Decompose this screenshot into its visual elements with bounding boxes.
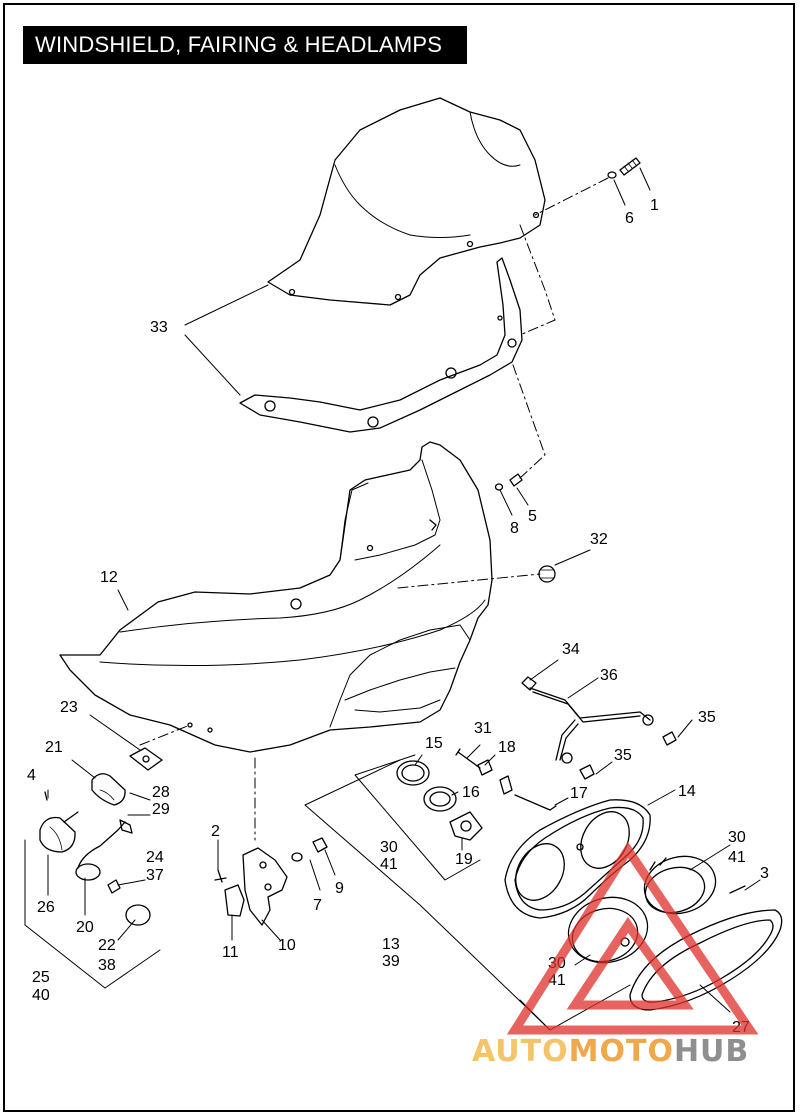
page-title: WINDSHIELD, FAIRING & HEADLAMPS xyxy=(23,26,467,64)
clamp-11-part xyxy=(224,884,245,917)
nut-9-part xyxy=(312,837,328,853)
callout-label: 35 xyxy=(698,709,716,726)
callout-label: 29 xyxy=(152,801,170,818)
callout-label: 23 xyxy=(60,699,78,716)
callout-label: 2 xyxy=(211,823,220,840)
callout-label: 30 xyxy=(380,839,398,856)
lens-22-part xyxy=(125,904,151,926)
socket-20-part xyxy=(75,819,133,881)
windshield-part xyxy=(267,97,546,306)
bulb-19-part xyxy=(449,811,483,841)
callout-label: 7 xyxy=(313,897,322,914)
callout-label: 24 xyxy=(146,849,164,866)
callout-leaders xyxy=(47,167,761,1013)
callout-label: 26 xyxy=(37,899,55,916)
callout-label: 16 xyxy=(462,784,480,801)
callout-label: 35 xyxy=(614,747,632,764)
callout-label: 17 xyxy=(570,785,588,802)
nut-5-part xyxy=(509,473,523,487)
bulb-16-part xyxy=(423,786,457,812)
callout-label: 31 xyxy=(474,720,492,737)
callout-label: 14 xyxy=(678,783,696,800)
callout-label: 11 xyxy=(222,944,239,961)
callout-label: 3 xyxy=(760,865,769,882)
callout-label: 36 xyxy=(600,667,618,684)
bulb-35-part xyxy=(579,731,677,780)
wire-harness-36-part xyxy=(521,676,654,764)
washer-6-part xyxy=(607,171,617,179)
callout-label: 25 xyxy=(32,969,50,986)
callout-label: 32 xyxy=(590,531,608,548)
callout-label: 5 xyxy=(528,508,537,525)
callout-label: 19 xyxy=(455,851,473,868)
fairing-part xyxy=(59,441,493,753)
trim-ring-15-part xyxy=(396,760,430,786)
headlamp-unit-upper-part xyxy=(643,855,717,915)
grommet-32-part xyxy=(538,565,556,583)
callout-label: 40 xyxy=(32,987,50,1004)
callout-label: 33 xyxy=(150,319,168,336)
callout-label: 6 xyxy=(625,210,634,227)
callout-label: 10 xyxy=(278,937,296,954)
gasket-23-part xyxy=(129,747,163,771)
washer-7-part xyxy=(291,852,303,862)
bracket-10-part xyxy=(242,847,288,926)
callout-label: 18 xyxy=(498,739,516,756)
watermark-part-hub: HUB xyxy=(673,1034,750,1069)
callout-label: 41 xyxy=(380,856,398,873)
turn-signal-21-part xyxy=(91,773,126,806)
callout-label: 21 xyxy=(45,739,63,756)
screw-31-part xyxy=(455,748,481,769)
callout-label: 20 xyxy=(76,919,94,936)
windshield-trim-part xyxy=(239,257,523,433)
callout-label: 22 xyxy=(98,937,116,954)
callout-label: 13 xyxy=(382,936,400,953)
callout-label: 8 xyxy=(510,520,519,537)
alignment-lines xyxy=(139,177,609,841)
screw-4-part xyxy=(44,791,48,801)
automotohub-watermark: AUTOMOTOHUB xyxy=(472,1034,749,1074)
callout-label: 39 xyxy=(382,953,400,970)
callout-label: 12 xyxy=(100,569,118,586)
adjuster-18-part xyxy=(477,759,513,795)
callout-label: 15 xyxy=(425,735,443,752)
automotohub-logo xyxy=(506,841,759,1035)
callout-label: 37 xyxy=(146,867,164,884)
turn-signal-26-part xyxy=(39,811,79,853)
callout-label: 38 xyxy=(98,957,116,974)
callout-label: 30 xyxy=(728,829,746,846)
screw-3-part xyxy=(729,885,746,894)
watermark-part-auto: AUTO xyxy=(472,1034,569,1069)
callout-label: 1 xyxy=(650,197,659,214)
callout-label: 34 xyxy=(562,641,580,658)
page-border xyxy=(3,3,795,1112)
screw-17-part xyxy=(514,794,557,811)
headlamp-bezel-14-part xyxy=(504,799,651,919)
group-bracket-lines xyxy=(24,754,631,1031)
bulb-24-part xyxy=(107,879,121,894)
washer-8-part xyxy=(494,483,504,491)
callout-label: 9 xyxy=(335,880,344,897)
screw-1-part xyxy=(619,157,641,176)
watermark-part-moto: MOTO xyxy=(568,1034,674,1069)
callout-label: 4 xyxy=(27,767,36,784)
callout-label: 41 xyxy=(728,849,746,866)
screw-2-part xyxy=(214,869,227,883)
callout-label: 28 xyxy=(152,784,170,801)
